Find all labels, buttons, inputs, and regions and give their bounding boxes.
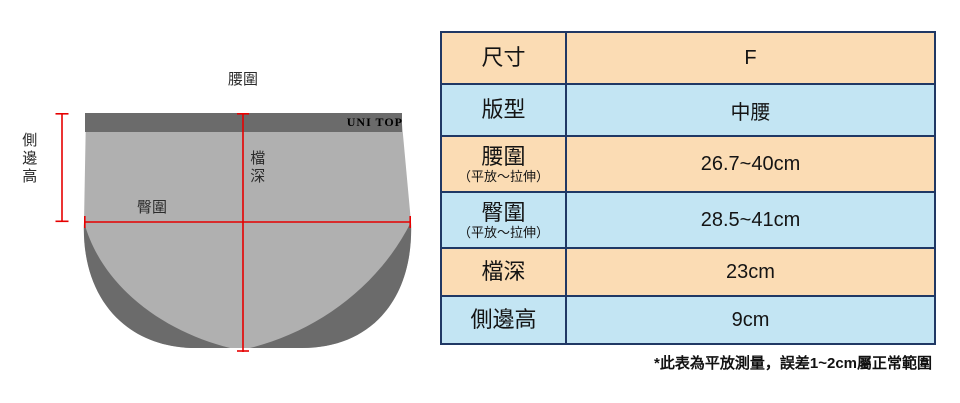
row-label: 版型	[442, 85, 567, 135]
row-sublabel-text: （平放～拉伸）	[457, 168, 549, 184]
row-sublabel-text: （平放～拉伸）	[457, 224, 549, 240]
table-row-waist: 腰圍 （平放～拉伸） 26.7~40cm	[442, 135, 934, 191]
row-label-text: 側邊高	[470, 307, 537, 333]
table-row-side-height: 側邊高 9cm	[442, 295, 934, 343]
table-row-crotch-depth: 檔深 23cm	[442, 247, 934, 295]
leg-opening-right	[250, 222, 412, 348]
row-label: 腰圍 （平放～拉伸）	[442, 137, 567, 191]
row-label-text: 腰圍	[481, 143, 526, 169]
measurement-note: *此表為平放測量，誤差1~2cm屬正常範圍	[654, 355, 932, 372]
row-label: 檔深	[442, 249, 567, 295]
table-row-hip: 臀圍 （平放～拉伸） 28.5~41cm	[442, 191, 934, 247]
row-value: F	[744, 46, 757, 69]
row-value: 23cm	[726, 260, 775, 283]
hip-label: 臀圍	[137, 199, 168, 216]
table-row-fit: 版型 中腰	[442, 83, 934, 135]
row-label-text: 尺寸	[481, 45, 526, 71]
row-value: 26.7~40cm	[700, 152, 801, 175]
underwear-diagram: 腰圍 側邊高 臀圍 檔深 UNI TOP	[0, 0, 440, 403]
leg-opening-left	[83, 222, 230, 348]
row-label-text: 版型	[481, 97, 526, 123]
row-label: 臀圍 （平放～拉伸）	[442, 193, 567, 247]
garment-body	[83, 113, 412, 348]
side-height-label: 側邊高	[20, 132, 38, 186]
row-label-text: 臀圍	[481, 199, 526, 225]
row-value: 9cm	[731, 308, 770, 331]
size-table: 尺寸 F 版型 中腰 腰圍 （平放～拉伸） 26.7~40cm 臀圍 （平放～拉…	[440, 31, 936, 345]
table-row-size: 尺寸 F	[442, 33, 934, 83]
row-value: 中腰	[730, 101, 771, 124]
row-value: 28.5~41cm	[700, 208, 801, 231]
underwear-drawing	[55, 113, 412, 352]
row-label: 側邊高	[442, 297, 567, 343]
crotch-depth-label: 檔深	[248, 150, 266, 186]
row-label-text: 檔深	[481, 259, 526, 285]
measurement-lines	[55, 113, 412, 352]
row-label: 尺寸	[442, 33, 567, 83]
brand-text: UNI TOP	[346, 115, 403, 129]
waist-label: 腰圍	[227, 71, 258, 88]
